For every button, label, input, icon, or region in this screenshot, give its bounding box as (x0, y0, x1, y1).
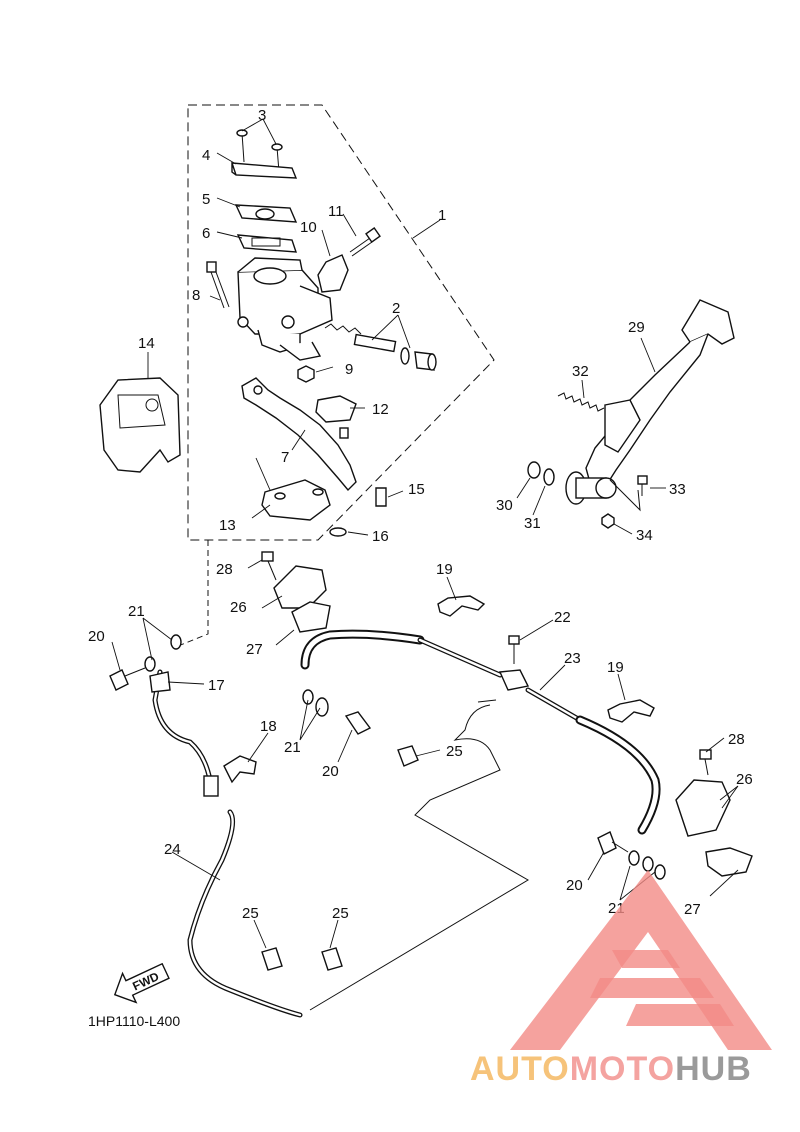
part-piston-kit (324, 323, 437, 371)
callout: 14 (138, 335, 155, 352)
callout: 22 (554, 609, 571, 626)
callout: 4 (202, 147, 210, 164)
callout: 25 (446, 743, 463, 760)
part-return-spring (557, 392, 605, 412)
part-master-cylinder-holder (261, 479, 331, 521)
callout: 8 (192, 287, 200, 304)
part-nut (297, 365, 315, 383)
part-pedal-washer (543, 468, 555, 486)
part-holder-bolt (349, 227, 381, 257)
callout: 32 (572, 363, 589, 380)
callout: 5 (202, 191, 210, 208)
callouts: 1 2 3 4 5 6 7 8 9 10 11 12 13 14 15 16 1… (88, 107, 753, 922)
part-branch-pipe (309, 704, 529, 1011)
part-lever-pin (375, 487, 387, 507)
part-union-bolt-left (109, 634, 182, 693)
part-circlip (527, 461, 541, 479)
callout: 10 (300, 219, 317, 236)
part-pedal-nut (601, 513, 615, 529)
part-union-bolt-right (597, 831, 666, 880)
watermark-text: AUTOMOTOHUB (470, 1050, 752, 1088)
callout: 19 (607, 659, 624, 676)
callout: 27 (684, 901, 701, 918)
watermark-logo-icon (510, 870, 772, 1050)
callout: 12 (372, 401, 389, 418)
callout: 2 (392, 300, 400, 317)
callout: 27 (246, 641, 263, 658)
leader-lines (111, 118, 739, 949)
callout: 31 (524, 515, 541, 532)
part-hose-holder-lower (675, 749, 753, 877)
part-brake-pedal (565, 299, 735, 512)
callout: 17 (208, 677, 225, 694)
part-hose-clamp-upper (437, 595, 486, 617)
callout: 24 (164, 841, 181, 858)
part-joint-bolt (498, 635, 530, 691)
callout: 20 (566, 877, 583, 894)
callout: 21 (128, 603, 145, 620)
watermark-hub: HUB (675, 1050, 752, 1088)
part-hose-guide (223, 755, 257, 784)
diagram-code: 1HP1110-L400 (88, 1013, 180, 1029)
part-clip-3 (321, 947, 343, 971)
part-brake-hose-front (300, 629, 503, 678)
part-protector (99, 377, 181, 473)
callout: 28 (728, 731, 745, 748)
part-pivot-bolt (206, 261, 230, 309)
part-hose-clamp-lower (607, 699, 655, 723)
callout: 28 (216, 561, 233, 578)
part-pedal-bolt (637, 475, 648, 496)
part-holder-bracket (317, 254, 349, 293)
assembly-frame-1 (187, 104, 495, 541)
callout: 33 (669, 481, 686, 498)
callout: 29 (628, 319, 645, 336)
part-reservoir-cap (231, 162, 298, 179)
callout: 1 (438, 207, 446, 224)
callout: 20 (88, 628, 105, 645)
part-brake-pipe (187, 809, 303, 1018)
callout: 18 (260, 718, 277, 735)
watermark-moto: MOTO (570, 1050, 675, 1088)
callout: 7 (281, 449, 289, 466)
watermark-auto: AUTO (470, 1050, 570, 1088)
callout: 25 (332, 905, 349, 922)
callout: 20 (322, 763, 339, 780)
part-master-cylinder-hose (152, 669, 219, 797)
callout: 15 (408, 481, 425, 498)
fwd-arrow-icon: FWD (113, 962, 170, 1004)
callout: 23 (564, 650, 581, 667)
callout: 19 (436, 561, 453, 578)
part-clip-2 (261, 947, 283, 971)
callout: 3 (258, 107, 266, 124)
part-union-bolt-mid (302, 689, 372, 735)
part-washer (329, 527, 347, 537)
callout: 9 (345, 361, 353, 378)
fwd-label: FWD (130, 969, 161, 993)
callout: 11 (328, 203, 344, 220)
part-master-cylinder-body (237, 257, 333, 361)
callout: 26 (230, 599, 247, 616)
callout: 34 (636, 527, 653, 544)
callout: 16 (372, 528, 389, 545)
part-hose-holder-upper (261, 551, 331, 633)
callout: 21 (284, 739, 301, 756)
part-brake-switch (315, 395, 357, 439)
callout: 30 (496, 497, 513, 514)
part-brake-lever (241, 377, 357, 492)
callout: 6 (202, 225, 210, 242)
part-brake-hose-rear (525, 687, 661, 835)
callout: 13 (219, 517, 236, 534)
callout: 26 (736, 771, 753, 788)
part-clip-1 (397, 745, 419, 767)
callout: 25 (242, 905, 259, 922)
